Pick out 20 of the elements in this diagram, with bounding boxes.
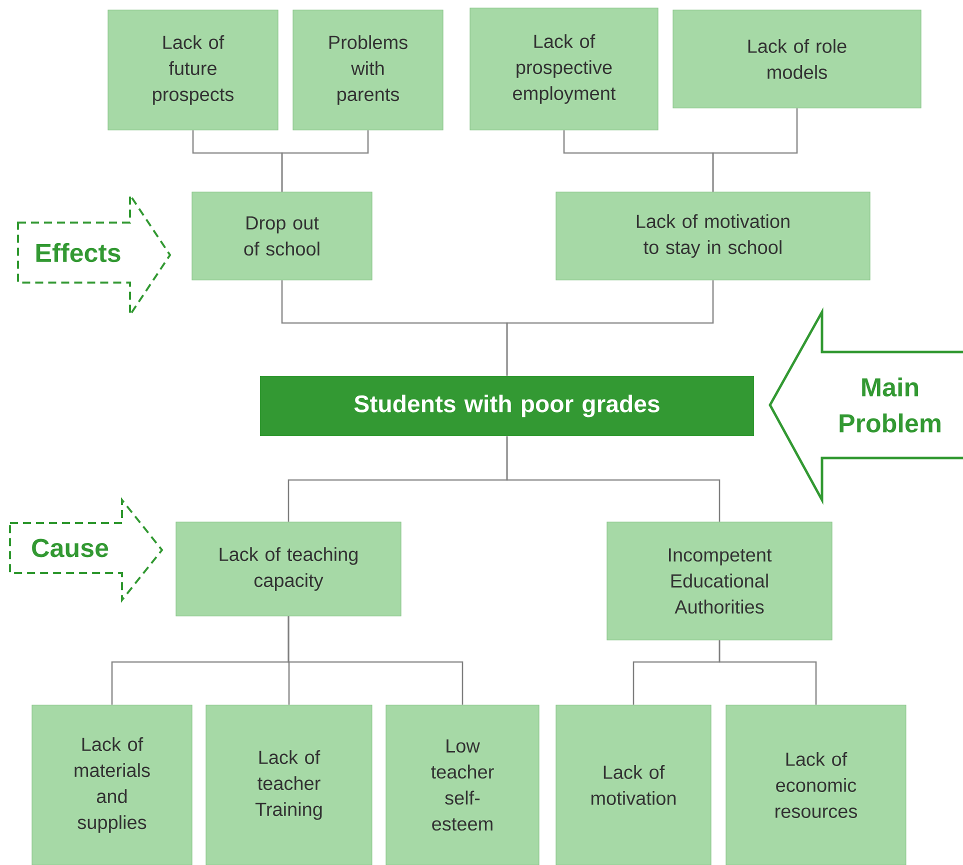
cause-effect-box: Lack of motivation to stay in school [556, 192, 870, 280]
cause-effect-box: Incompetent Educational Authorities [606, 522, 832, 640]
cause-effect-box: Low teacher self-esteem [386, 704, 540, 865]
cause-effect-box: Drop out of school [192, 192, 372, 280]
connector-line [712, 108, 798, 192]
cause-effect-box: Problems with parents [292, 10, 444, 130]
connector-line [718, 640, 817, 705]
connector-line [506, 280, 714, 376]
cause-effect-box: Lack of role models [672, 10, 922, 108]
cause-effect-box: Lack of prospective employment [470, 8, 658, 130]
cause-effect-box: Lack of motivation [556, 704, 712, 865]
cause-effect-box: Lack of teacher Training [206, 704, 372, 865]
connector-line [281, 130, 369, 192]
connector-line [288, 616, 464, 705]
cause-effect-box: Lack of future prospects [108, 10, 278, 130]
cause-effect-box: Lack of teaching capacity [176, 522, 402, 616]
cause-effect-box: Lack of materials and supplies [32, 704, 192, 865]
main-problem-box: Students with poor grades [260, 376, 754, 436]
cause-effect-box: Lack of economic resources [726, 704, 906, 865]
connector-line [506, 436, 720, 522]
